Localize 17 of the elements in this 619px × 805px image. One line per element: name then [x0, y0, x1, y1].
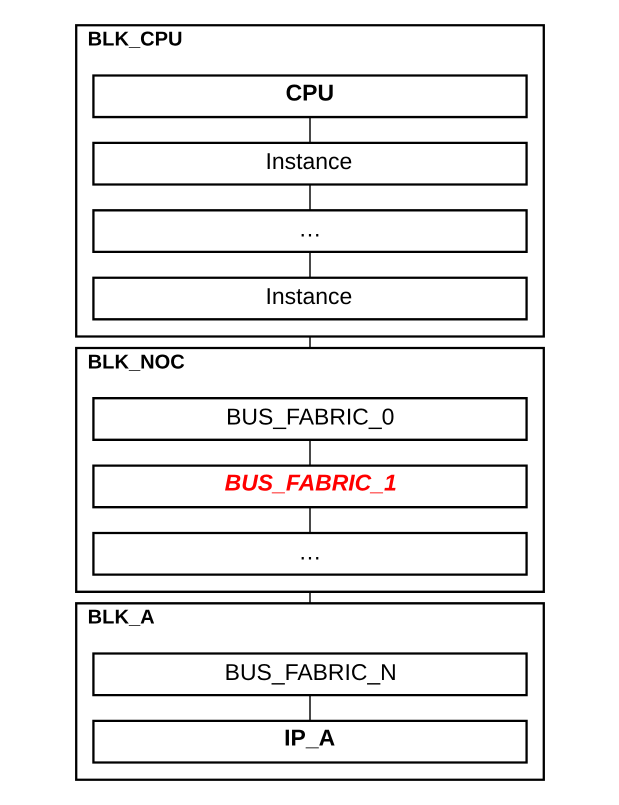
- connector: [308, 184, 310, 210]
- node-box: Instance: [92, 142, 528, 186]
- node-box: IP_A: [92, 720, 528, 764]
- node-box: BUS_FABRIC_1: [92, 464, 528, 508]
- connector: [308, 440, 310, 466]
- connector: [308, 508, 310, 533]
- node-box: Instance: [92, 276, 528, 320]
- connector: [308, 336, 310, 348]
- node-box: BUS_FABRIC_0: [92, 397, 528, 441]
- node-box: …: [92, 532, 528, 576]
- node-box: BUS_FABRIC_N: [92, 652, 528, 696]
- node-box: CPU: [92, 74, 528, 118]
- connector: [308, 695, 310, 721]
- node-box: …: [92, 209, 528, 254]
- connector: [308, 252, 310, 278]
- connector: [308, 592, 310, 604]
- connector: [308, 117, 310, 143]
